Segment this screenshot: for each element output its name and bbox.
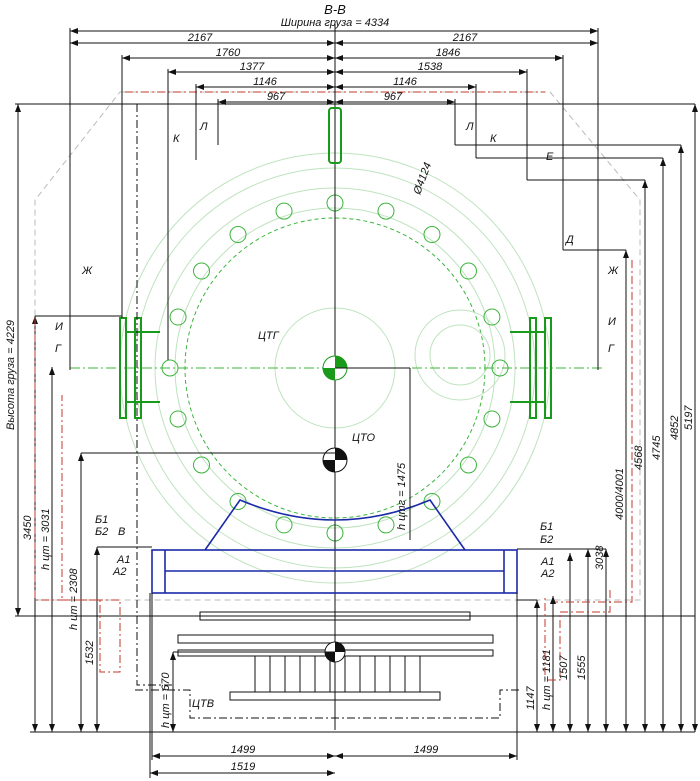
dim-4745: 4745: [651, 435, 663, 460]
svg-text:И: И: [55, 321, 63, 333]
dim-967-left: 967: [267, 91, 286, 103]
svg-text:Д: Д: [564, 234, 574, 246]
dim-967-right: 967: [384, 91, 403, 103]
bolt: [377, 202, 395, 220]
bolt: [423, 226, 441, 244]
dim-2167-left: 2167: [187, 32, 213, 44]
svg-text:Ж: Ж: [607, 265, 619, 277]
bolt: [459, 456, 477, 474]
dim-1147: 1147: [525, 685, 537, 710]
dim-1499-left: 1499: [231, 744, 255, 756]
label-ctv: ЦТВ: [192, 698, 214, 710]
dim-1538: 1538: [418, 61, 443, 73]
bolt: [377, 516, 395, 534]
dim-1760: 1760: [216, 47, 241, 59]
dim-4568: 4568: [633, 445, 645, 470]
dim-1499-right: 1499: [414, 744, 438, 756]
svg-text:Л: Л: [199, 121, 208, 133]
cradle-frame: [151, 499, 518, 594]
cargo-width-label: Ширина груза = 4334: [281, 17, 390, 29]
dim-h1181: h цт = 1181: [541, 649, 553, 710]
label-cto: ЦТО: [352, 432, 375, 444]
dim-1377: 1377: [240, 61, 265, 73]
dim-4000-4001: 4000/4001: [614, 468, 626, 520]
dim-4852: 4852: [669, 416, 681, 440]
right-dimensions: [335, 104, 698, 732]
bolt: [483, 410, 501, 428]
dim-h670: h цт = 670: [160, 672, 172, 728]
bolt: [483, 308, 501, 326]
svg-text:Л: Л: [465, 121, 474, 133]
top-dimensions: [69, 28, 681, 370]
dim-1555: 1555: [576, 655, 588, 680]
svg-text:К: К: [490, 133, 497, 145]
svg-text:Е: Е: [546, 151, 554, 163]
dim-1519: 1519: [231, 761, 255, 773]
svg-text:В: В: [118, 526, 125, 538]
dim-1532: 1532: [84, 641, 96, 665]
svg-text:И: И: [608, 316, 616, 328]
svg-text:Г: Г: [55, 343, 62, 355]
right-trunnion: [510, 317, 552, 419]
svg-text:А2: А2: [112, 566, 126, 578]
left-dimensions: [15, 104, 335, 732]
svg-text:К: К: [173, 133, 180, 145]
bolt: [229, 226, 247, 244]
svg-text:Б2: Б2: [540, 534, 553, 546]
bolt: [193, 262, 211, 280]
dim-h-ctg: h цтг = 1475: [396, 462, 408, 530]
svg-text:Г: Г: [608, 343, 615, 355]
reference-markers: К Л Л К Е Д Ж Ж И И Г Г Б1 Б2 В А1 А2 Б1…: [55, 121, 619, 580]
dim-5197: 5197: [683, 405, 695, 430]
dim-h2308: h цт = 2308: [68, 567, 80, 630]
cargo-height-label: Высота груза = 4229: [5, 320, 17, 430]
label-ctg: ЦТГ: [258, 330, 280, 342]
dim-1146-left: 1146: [253, 76, 278, 88]
left-trunnion: [119, 317, 160, 419]
svg-text:А1: А1: [116, 554, 130, 566]
svg-text:Ж: Ж: [81, 265, 93, 277]
svg-text:А2: А2: [540, 568, 554, 580]
diameter-label: Ø4124: [411, 161, 434, 197]
section-title: В-В: [324, 2, 346, 17]
bolt: [423, 492, 441, 510]
dim-1146-right: 1146: [393, 76, 418, 88]
bolt: [275, 202, 293, 220]
dim-1846: 1846: [436, 47, 461, 59]
dim-3450: 3450: [22, 515, 34, 540]
bolt: [459, 262, 477, 280]
dim-1507: 1507: [558, 655, 570, 680]
dim-h3031: h цт = 3031: [40, 508, 52, 570]
bolt: [229, 492, 247, 510]
dim-2167-right: 2167: [452, 32, 478, 44]
bolt: [193, 456, 211, 474]
bolt: [169, 410, 187, 428]
dim-3038: 3038: [594, 545, 606, 570]
bolt: [275, 516, 293, 534]
svg-text:А1: А1: [540, 556, 554, 568]
bottom-dimensions: [149, 593, 518, 778]
svg-text:Б1: Б1: [540, 521, 553, 533]
lifting-lug: [328, 107, 342, 164]
bolt-ring: [161, 194, 509, 542]
svg-text:Б1: Б1: [95, 514, 108, 526]
bolt: [169, 308, 187, 326]
svg-text:Б2: Б2: [95, 526, 108, 538]
